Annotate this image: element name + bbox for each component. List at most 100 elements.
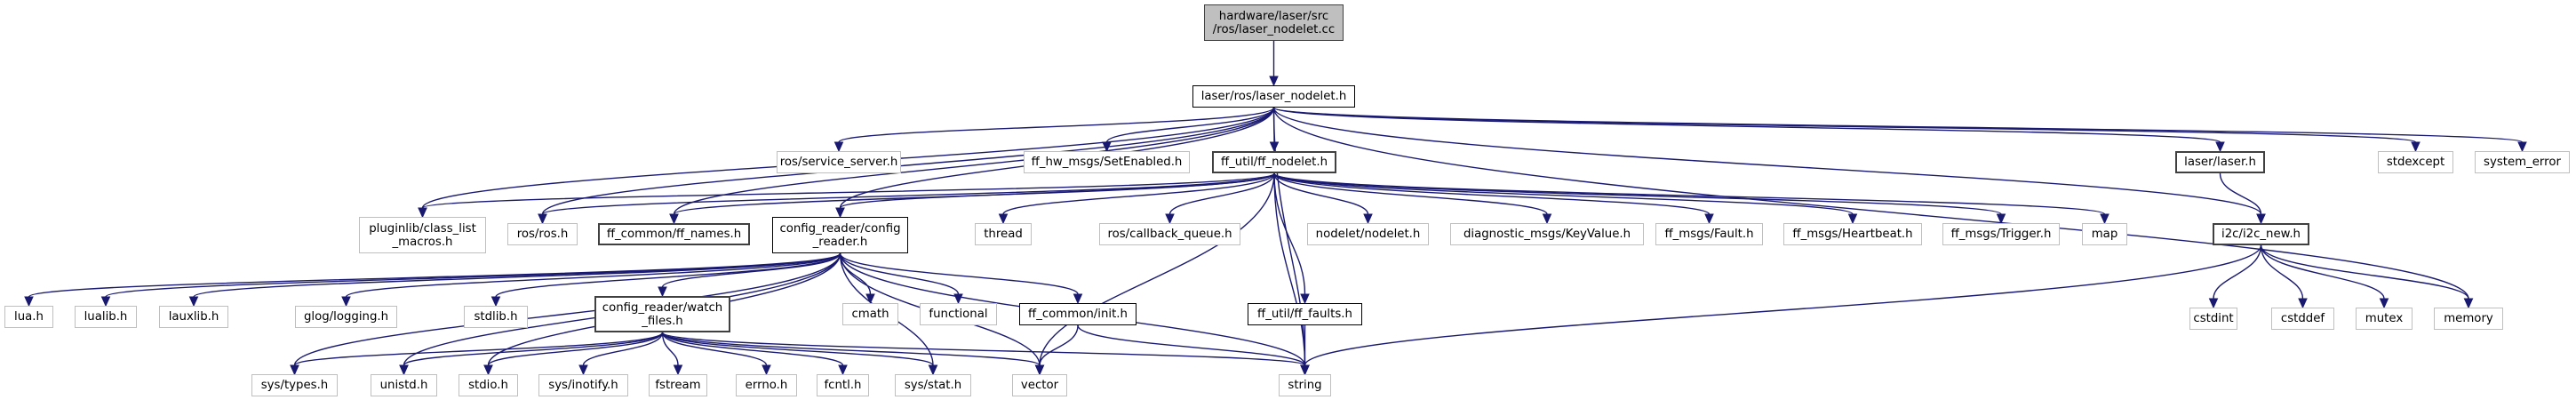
node-errno-h: errno.h	[736, 374, 797, 396]
node-i2c-new-h[interactable]: i2c/i2c_new.h	[2213, 223, 2309, 245]
arrowhead-ff_nodelet_h-to-callback_queue	[1165, 213, 1175, 225]
arrowhead-ff_nodelet_h-to-ff_faults	[1300, 293, 1310, 305]
edge-config_reader-to-stdlib	[495, 252, 841, 298]
arrowhead-i2c_new-to-cstddef	[2298, 298, 2308, 309]
arrowhead-ff_nodelet_h-to-pluginlib	[418, 207, 427, 219]
node-cstddef: cstddef	[2271, 308, 2334, 330]
node-lualib-h: lualib.h	[75, 306, 137, 328]
node-ff-util-ff-faults-h[interactable]: ff_util/ff_faults.h	[1248, 303, 1362, 325]
arrowhead-watch_files-to-sys_types	[290, 364, 299, 376]
arrowhead-ff_nodelet_h-to-map	[2100, 213, 2109, 225]
edge-laser_nodelet_h-to-ff_names	[673, 107, 1275, 215]
edge-ff_nodelet_h-to-callback_queue	[1168, 172, 1275, 215]
edge-watch_files-to-errno	[661, 332, 768, 366]
edge-ff_nodelet_h-to-string	[1273, 172, 1306, 366]
edge-laser_nodelet_h-to-memory	[1272, 107, 2469, 300]
arrowhead-config_reader-to-cmath	[865, 293, 875, 305]
edge-ff_nodelet_h-to-heartbeat	[1273, 172, 1854, 215]
edge-ff_nodelet_h-to-map	[1273, 172, 2106, 215]
node-pluginlib-class-list-macros-h: pluginlib/class_list _macros.h	[359, 217, 486, 253]
node-system-error: system_error	[2475, 151, 2570, 173]
node-fstream: fstream	[649, 374, 707, 396]
edge-ff_nodelet_h-to-thread	[1002, 172, 1275, 215]
node-config-reader-watch-files-h[interactable]: config_reader/watch _files.h	[594, 296, 730, 332]
arrowhead-ff_nodelet_h-to-fault	[1704, 213, 1714, 225]
edge-config_reader-to-watch_files	[661, 252, 841, 288]
edge-config_reader-to-lualib	[105, 252, 841, 298]
node-lauxlib-h: lauxlib.h	[159, 306, 228, 328]
node-mutex: mutex	[2356, 308, 2413, 330]
edge-ff_nodelet_h-to-ros_ros	[541, 172, 1275, 215]
node-laser-h[interactable]: laser/laser.h	[2175, 151, 2265, 173]
edge-ff_nodelet_h-to-keyvalue	[1273, 172, 1548, 215]
edge-watch_files-to-inotify	[582, 332, 664, 366]
node-cstdint: cstdint	[2189, 308, 2237, 330]
arrowhead-watch_files-to-errno	[762, 364, 771, 376]
node-ff-common-init-h[interactable]: ff_common/init.h	[1019, 303, 1136, 325]
edge-laser_nodelet_h-to-i2c_new	[1272, 107, 2262, 215]
edge-laser_nodelet_h-to-system_error	[1272, 107, 2524, 143]
edge-config_reader-to-functional	[839, 252, 960, 295]
arrowhead-watch_files-to-string	[1300, 364, 1310, 376]
arrowhead-watch_files-to-unistd	[399, 364, 409, 376]
edge-laser_nodelet_h-to-stdexcept	[1272, 107, 2417, 143]
edge-watch_files-to-vector	[661, 332, 1041, 366]
edge-laser_nodelet_h-to-string	[1272, 107, 1306, 366]
edge-laser_nodelet_h-to-ff_hw_msgs_setenabled	[1105, 107, 1275, 143]
edge-laser_h-to-i2c_new	[2219, 172, 2262, 215]
node-ros-ros-h: ros/ros.h	[507, 223, 578, 245]
node-config-reader-h[interactable]: config_reader/config _reader.h	[772, 217, 908, 253]
node-thread: thread	[975, 223, 1032, 245]
arrowhead-i2c_new-to-memory	[2463, 298, 2474, 309]
node-functional: functional	[920, 303, 997, 325]
arrowhead-config_reader-to-lua	[24, 296, 34, 308]
arrowhead-watch_files-to-vector	[1034, 364, 1045, 376]
node-ff-common-ff-names-h[interactable]: ff_common/ff_names.h	[598, 223, 750, 245]
edge-watch_files-to-string	[661, 332, 1306, 366]
edge-i2c_new-to-mutex	[2260, 244, 2385, 300]
arrowhead-laser_h-to-i2c_new	[2256, 213, 2266, 225]
node-ff-hw-msgs-setenabled-h: ff_hw_msgs/SetEnabled.h	[1024, 151, 1190, 173]
node-sys-inotify-h: sys/inotify.h	[538, 374, 628, 396]
arrowhead-i2c_new-to-cstdint	[2208, 298, 2219, 309]
node-map: map	[2082, 223, 2127, 245]
edge-watch_files-to-fstream	[661, 332, 679, 366]
edge-watch_files-to-sys_types	[293, 332, 664, 366]
node-ff-msgs-heartbeat-h: ff_msgs/Heartbeat.h	[1783, 223, 1922, 245]
arrowhead-ff_nodelet_h-to-ros_ros	[538, 213, 547, 225]
arrowhead-laser_nodelet_h-to-system_error	[2517, 141, 2527, 153]
arrowhead-config_reader-to-watch_files	[658, 286, 667, 298]
arrowhead-ff_nodelet_h-to-config_reader	[835, 207, 845, 219]
edge-ff_nodelet_h-to-vector	[1039, 172, 1275, 366]
node-root-file: hardware/laser/src /ros/laser_nodelet.cc	[1204, 4, 1344, 41]
edge-ff_nodelet_h-to-fault	[1273, 172, 1711, 215]
edge-i2c_new-to-cstddef	[2260, 244, 2304, 300]
arrowhead-i2c_new-to-mutex	[2379, 298, 2389, 309]
edge-laser_nodelet_h-to-ros_service_server	[838, 107, 1275, 143]
arrowhead-root-to-laser_nodelet_h	[1269, 76, 1279, 87]
node-nodelet-nodelet-h: nodelet/nodelet.h	[1307, 223, 1429, 245]
edge-watch_files-to-sys_stat	[661, 332, 934, 366]
edge-ff_nodelet_h-to-ff_faults	[1273, 172, 1306, 295]
arrowhead-config_reader-to-lualib	[100, 296, 111, 308]
arrowhead-ff_nodelet_h-to-trigger	[1996, 213, 2006, 225]
node-laser-nodelet-h[interactable]: laser/ros/laser_nodelet.h	[1192, 85, 1355, 108]
arrowhead-laser_nodelet_h-to-laser_h	[2215, 141, 2225, 153]
edge-ff_init-to-vector	[1039, 324, 1079, 366]
edge-i2c_new-to-cstdint	[2213, 244, 2262, 300]
edge-ff_nodelet_h-to-pluginlib	[421, 172, 1275, 209]
node-lua-h: lua.h	[4, 306, 53, 328]
node-stdlib-h: stdlib.h	[464, 306, 528, 328]
node-ff-nodelet-h[interactable]: ff_util/ff_nodelet.h	[1212, 151, 1336, 173]
node-fcntl-h: fcntl.h	[817, 374, 869, 396]
arrowhead-watch_files-to-stdio	[483, 364, 493, 376]
node-glog-logging-h: glog/logging.h	[295, 306, 397, 328]
edge-laser_nodelet_h-to-laser_h	[1272, 107, 2221, 143]
arrowhead-laser_nodelet_h-to-ros_service_server	[833, 141, 844, 153]
arrowhead-watch_files-to-inotify	[578, 364, 588, 376]
node-cmath: cmath	[842, 303, 898, 325]
node-string: string	[1279, 374, 1331, 396]
node-sys-stat-h: sys/stat.h	[895, 374, 971, 396]
